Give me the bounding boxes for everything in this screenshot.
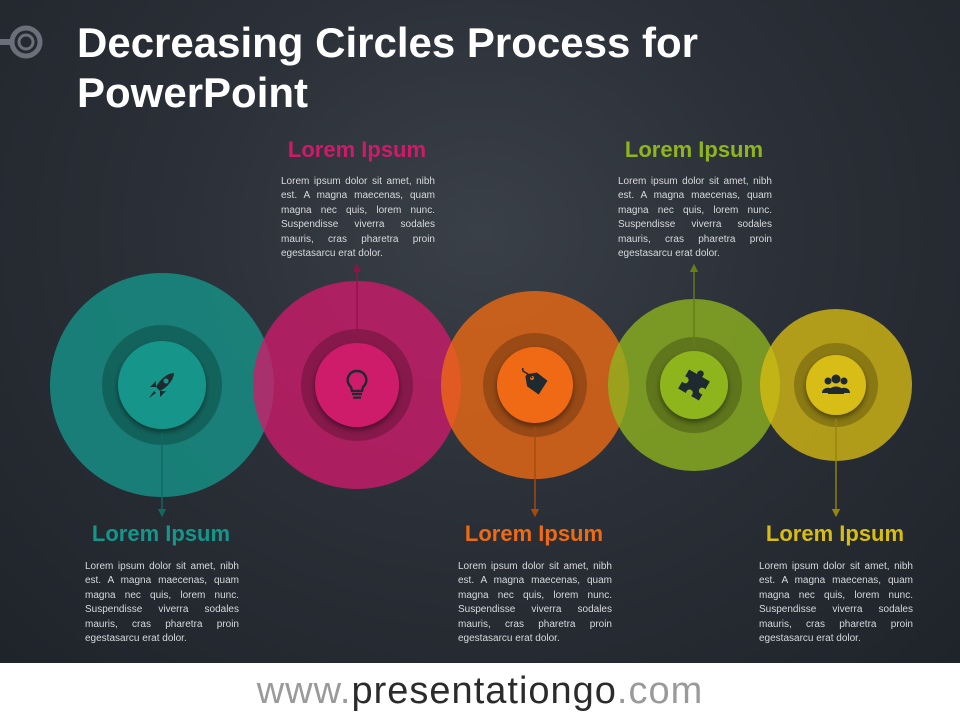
process-diagram	[50, 263, 912, 518]
lightbulb-icon	[346, 369, 368, 399]
step-5-body: Lorem ipsum dolor sit amet, nibh est. A …	[759, 561, 913, 645]
step-3-body: Lorem ipsum dolor sit amet, nibh est. A …	[458, 561, 612, 645]
step-2-body: Lorem ipsum dolor sit amet, nibh est. A …	[281, 176, 435, 260]
step-1-circle-group	[50, 273, 274, 518]
page-title: Decreasing Circles Process for PowerPoin…	[77, 19, 698, 116]
footer-domain: presentationgo	[351, 670, 617, 712]
footer-url: www.presentationgo.com	[0, 663, 960, 720]
step-2-heading: Lorem Ipsum	[287, 137, 427, 162]
people-group-icon	[822, 374, 850, 394]
rocket-icon	[149, 373, 174, 398]
step-2-circle-group	[253, 263, 461, 489]
step-4-circle-group	[608, 263, 780, 471]
step-4-heading: Lorem Ipsum	[624, 137, 764, 162]
title-ring-icon	[0, 25, 43, 59]
step-1-heading: Lorem Ipsum	[91, 521, 231, 546]
step-3-circle-group	[441, 291, 629, 518]
step-2-inner-circle	[315, 343, 399, 427]
step-3-heading: Lorem Ipsum	[464, 521, 604, 546]
step-5-heading: Lorem Ipsum	[765, 521, 905, 546]
footer-prefix: www.	[256, 670, 352, 712]
puzzle-piece-icon	[678, 369, 710, 401]
step-1-body: Lorem ipsum dolor sit amet, nibh est. A …	[85, 561, 239, 645]
step-5-inner-circle	[806, 355, 866, 415]
step-4-body: Lorem ipsum dolor sit amet, nibh est. A …	[618, 176, 772, 260]
footer-suffix: .com	[616, 670, 704, 712]
step-5-circle-group	[760, 309, 912, 518]
price-tag-icon	[521, 367, 548, 395]
slide: Decreasing Circles Process for PowerPoin…	[0, 0, 960, 663]
